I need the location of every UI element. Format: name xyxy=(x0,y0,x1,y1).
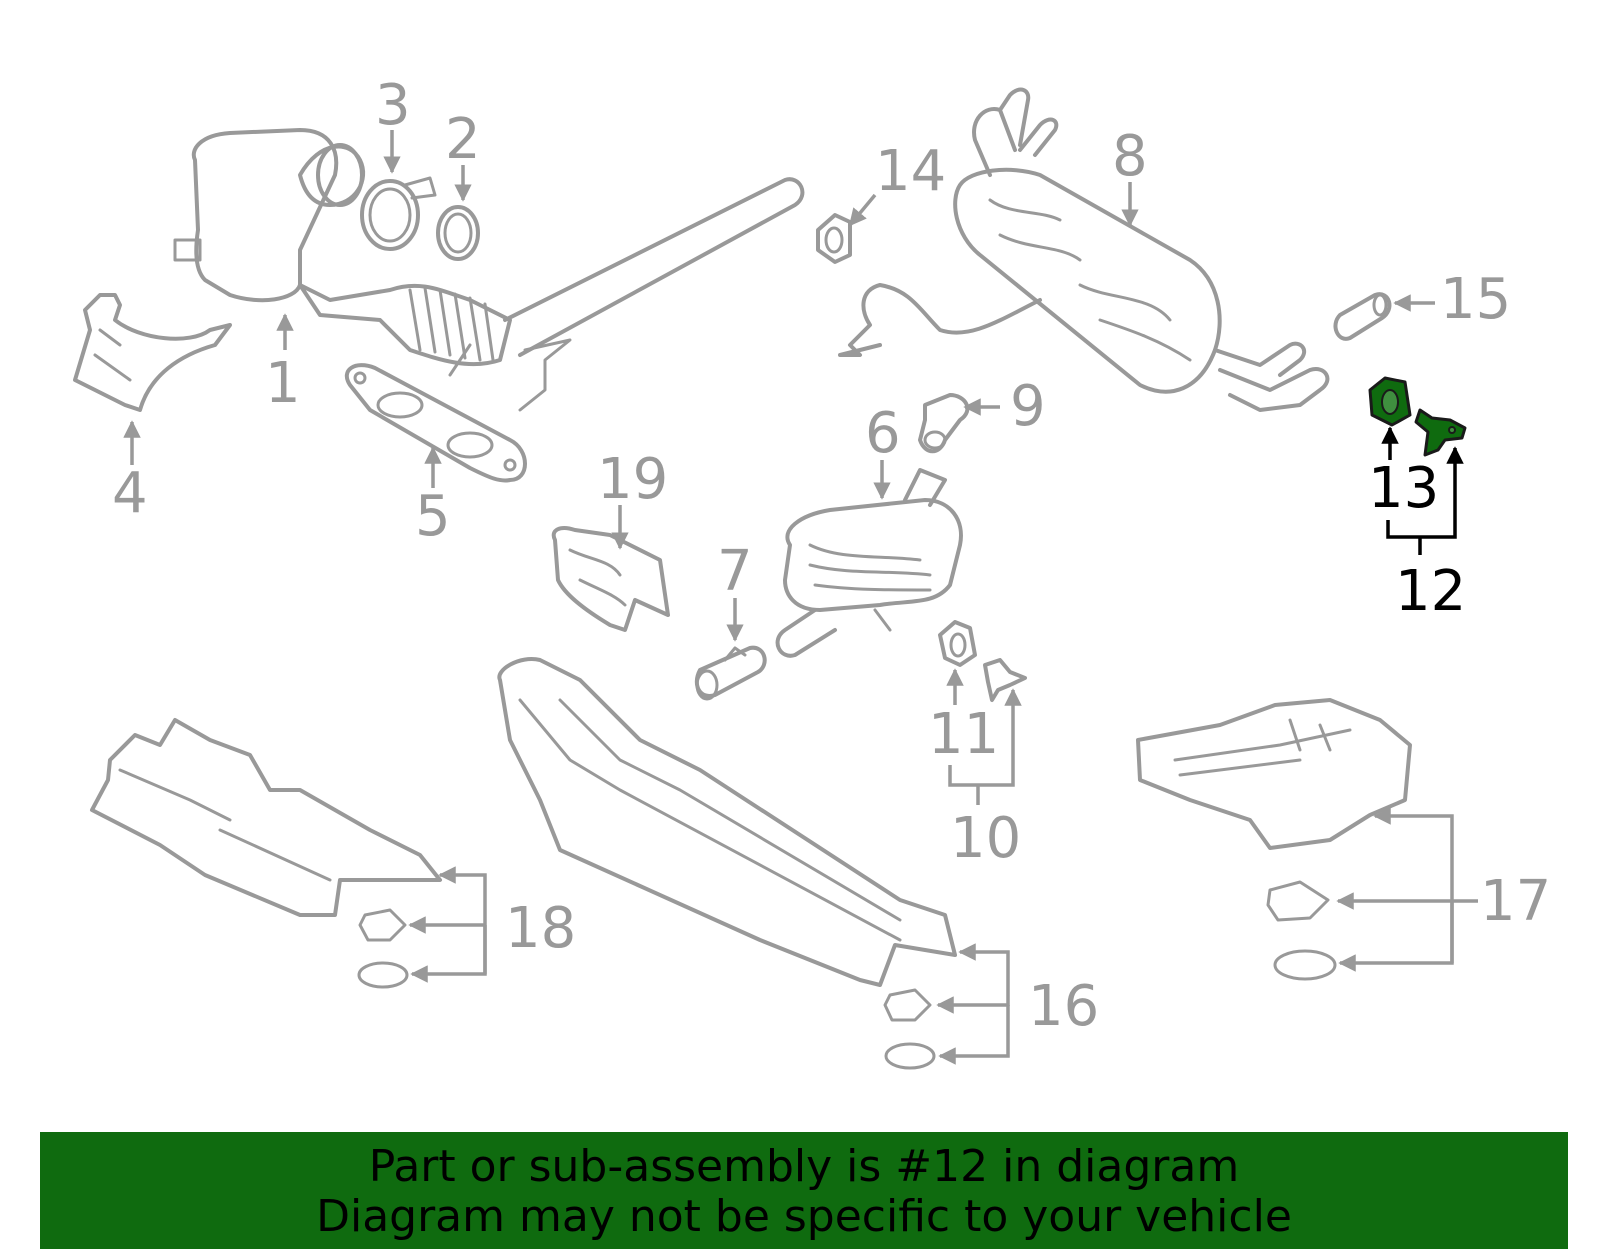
part-10-bracket xyxy=(983,658,1027,702)
callout-18: 18 xyxy=(357,866,576,989)
part-3-clamp xyxy=(360,176,437,251)
svg-text:3: 3 xyxy=(375,73,411,138)
footer-banner: Part or sub-assembly is #12 in diagram D… xyxy=(40,1132,1568,1249)
svg-text:16: 16 xyxy=(1028,974,1099,1039)
callout-2: 2 xyxy=(445,107,481,202)
callout-15: 15 xyxy=(1393,267,1511,332)
svg-text:11: 11 xyxy=(928,702,999,767)
svg-text:10: 10 xyxy=(950,806,1021,871)
callout-7: 7 xyxy=(717,539,753,642)
svg-text:18: 18 xyxy=(505,896,576,961)
svg-text:5: 5 xyxy=(415,484,451,549)
svg-text:19: 19 xyxy=(597,447,668,512)
callout-6: 6 xyxy=(865,401,901,500)
svg-text:1: 1 xyxy=(265,351,301,416)
svg-text:13: 13 xyxy=(1368,456,1439,521)
svg-text:14: 14 xyxy=(875,139,946,204)
callout-3: 3 xyxy=(375,73,411,174)
part-5-flange-gasket xyxy=(344,363,527,483)
svg-text:17: 17 xyxy=(1480,869,1551,934)
part-6-middle-muffler xyxy=(775,468,963,658)
part-14-mount xyxy=(816,213,852,264)
callout-1: 1 xyxy=(265,313,301,416)
banner-line-disclaimer: Diagram may not be specific to your vehi… xyxy=(316,1191,1292,1242)
part-15-tip xyxy=(1333,292,1392,341)
part-11-hanger xyxy=(938,620,977,667)
svg-text:2: 2 xyxy=(445,107,481,172)
part-7-clamp xyxy=(694,645,767,701)
part-19-shield-plate xyxy=(551,526,670,632)
part-4-bracket xyxy=(73,293,232,412)
svg-text:4: 4 xyxy=(112,461,148,526)
part-8-rear-muffler xyxy=(838,87,1330,412)
part-16-long-heat-shield xyxy=(497,657,957,987)
part-9-pipe-connector xyxy=(918,393,970,454)
svg-text:8: 8 xyxy=(1112,124,1148,189)
svg-text:15: 15 xyxy=(1440,267,1511,332)
banner-line-part-number: Part or sub-assembly is #12 in diagram xyxy=(368,1141,1240,1192)
callout-11: 11 xyxy=(928,668,999,767)
svg-text:7: 7 xyxy=(717,539,753,604)
callout-5: 5 xyxy=(415,446,451,549)
callout-14: 14 xyxy=(848,139,946,227)
callout-10: 10 xyxy=(948,688,1022,871)
svg-text:12: 12 xyxy=(1395,559,1466,624)
callout-17: 17 xyxy=(1266,807,1551,981)
callout-16: 16 xyxy=(883,943,1099,1070)
part-17-rear-heat-shield xyxy=(1136,698,1412,850)
callout-9: 9 xyxy=(963,374,1046,439)
part-13-rubber-hanger xyxy=(1368,376,1412,427)
part-18-left-heat-shield xyxy=(90,718,442,917)
callout-13: 13 xyxy=(1368,426,1439,521)
callout-12: 12 xyxy=(1386,446,1466,624)
callout-4: 4 xyxy=(112,420,148,526)
callout-19: 19 xyxy=(597,447,668,550)
callout-8: 8 xyxy=(1112,124,1148,227)
part-12-bracket xyxy=(1414,408,1467,457)
part-1-catalytic-converter xyxy=(173,128,805,412)
svg-text:9: 9 xyxy=(1010,374,1046,439)
svg-text:6: 6 xyxy=(865,401,901,466)
part-2-gasket xyxy=(436,205,480,261)
